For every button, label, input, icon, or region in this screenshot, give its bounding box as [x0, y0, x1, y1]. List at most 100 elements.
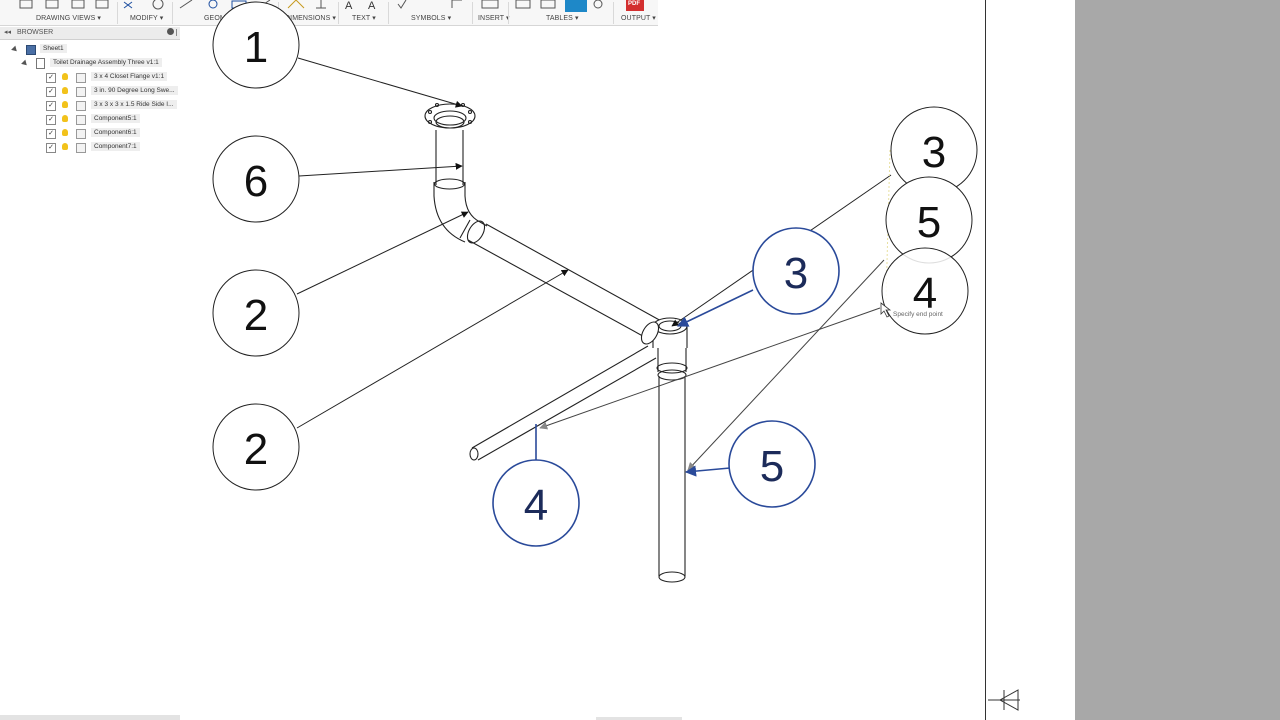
browser-options-icon[interactable]	[167, 28, 174, 35]
tree-row-component[interactable]: ✓ 3 x 3 x 3 x 1.5 Ride Side I...	[0, 100, 180, 112]
output-menu[interactable]: OUTPUT ▾	[621, 15, 656, 22]
insert-menu[interactable]: INSERT ▾	[478, 15, 510, 22]
leader-line-5-selected	[684, 465, 731, 477]
toolbar-separator	[472, 2, 473, 24]
lightbulb-icon[interactable]	[62, 73, 68, 80]
symbols-menu[interactable]: SYMBOLS ▾	[411, 15, 452, 22]
component-icon	[76, 87, 86, 97]
pdf-icon[interactable]: PDF	[628, 1, 640, 7]
command-tooltip: Specify end point	[893, 311, 943, 318]
leader-line-1	[297, 57, 463, 108]
sheet-label: Sheet1	[40, 44, 67, 53]
tree-row-component[interactable]: ✓ 3 in. 90 Degree Long Swe...	[0, 86, 180, 98]
tree-row-component[interactable]: ✓ 3 x 4 Closet Flange v1:1	[0, 72, 180, 84]
component-icon	[76, 101, 86, 111]
component-label: Component6:1	[91, 128, 140, 137]
expand-component-icon[interactable]	[32, 88, 38, 96]
balloon-number: 4	[524, 481, 548, 530]
expand-component-icon[interactable]	[32, 144, 38, 152]
component-icon	[76, 115, 86, 125]
balloon-2b[interactable]: 2	[212, 403, 300, 491]
lightbulb-icon[interactable]	[62, 129, 68, 136]
tree-row-component[interactable]: ✓ Component6:1	[0, 128, 180, 140]
component-label: Component7:1	[91, 142, 140, 151]
toolbar-separator	[338, 2, 339, 24]
drawing-views-menu[interactable]: DRAWING VIEWS ▾	[36, 15, 102, 22]
balloon-4-top[interactable]: 4	[881, 247, 969, 335]
expand-component-icon[interactable]	[32, 74, 38, 82]
component-icon	[76, 73, 86, 83]
visibility-checkbox[interactable]: ✓	[46, 115, 56, 125]
leader-lines	[296, 57, 892, 477]
tables-menu[interactable]: TABLES ▾	[546, 15, 579, 22]
leader-line-6	[298, 162, 463, 177]
tree-row-assembly[interactable]: Toilet Drainage Assembly Three v1:1	[0, 58, 180, 70]
text-menu[interactable]: TEXT ▾	[352, 15, 376, 22]
component-label: 3 x 4 Closet Flange v1:1	[91, 72, 168, 81]
balloon-number: 5	[760, 442, 784, 491]
visibility-checkbox[interactable]: ✓	[46, 129, 56, 139]
balloon-number: 3	[784, 249, 808, 298]
balloon-number: 5	[917, 198, 941, 247]
mouse-cursor-icon	[880, 302, 892, 318]
visibility-checkbox[interactable]: ✓	[46, 87, 56, 97]
tree-row-sheet[interactable]: Sheet1	[0, 44, 180, 56]
balloon-2a[interactable]: 2	[212, 269, 300, 357]
collapse-panel-icon[interactable]: ◂◂	[4, 29, 12, 36]
toolbar-separator	[388, 2, 389, 24]
lightbulb-icon[interactable]	[62, 115, 68, 122]
balloon-6[interactable]: 6	[212, 135, 300, 223]
browser-header: ◂◂ BROWSER	[0, 27, 180, 40]
toolbar-separator	[172, 2, 173, 24]
modify-menu[interactable]: MODIFY ▾	[130, 15, 164, 22]
svg-text:A: A	[368, 0, 376, 12]
balloon-3-top[interactable]: 3	[890, 106, 978, 194]
drawing-toolbar: A A PDF DRAWING VIEWS ▾ MODIFY ▾ GEOMETR…	[0, 0, 658, 26]
leader-line-5-top	[687, 259, 885, 471]
dimensions-menu[interactable]: DIMENSIONS ▾	[285, 15, 336, 22]
component-label: 3 in. 90 Degree Long Swe...	[91, 86, 178, 95]
projection-symbol-icon	[988, 689, 1020, 711]
svg-text:A: A	[345, 0, 353, 12]
document-icon	[36, 58, 45, 69]
expand-component-icon[interactable]	[32, 102, 38, 110]
balloon-4-selected[interactable]: 4	[492, 459, 580, 547]
tree-row-component[interactable]: ✓ Component7:1	[0, 142, 180, 154]
expand-component-icon[interactable]	[32, 130, 38, 138]
leader-line-4-top	[539, 307, 881, 430]
balloon-number: 6	[244, 157, 268, 206]
lightbulb-icon[interactable]	[62, 143, 68, 150]
expand-component-icon[interactable]	[32, 116, 38, 124]
sheet-border	[985, 0, 986, 720]
visibility-checkbox[interactable]: ✓	[46, 143, 56, 153]
balloon-5-selected[interactable]: 5	[728, 420, 816, 508]
balloon-number: 2	[244, 425, 268, 474]
component-label: 3 x 3 x 3 x 1.5 Ride Side I...	[91, 100, 177, 109]
balloon-1[interactable]: 1	[212, 1, 300, 89]
status-bar-segment	[596, 717, 682, 720]
lightbulb-icon[interactable]	[62, 87, 68, 94]
balloon-number: 2	[244, 291, 268, 340]
toolbar-separator	[613, 2, 614, 24]
balloon-number: 1	[244, 23, 268, 72]
leader-line-2b	[296, 269, 569, 429]
browser-pin-icon[interactable]	[176, 29, 177, 36]
component-label: Component5:1	[91, 114, 140, 123]
leader-line-2a	[296, 211, 469, 295]
visibility-checkbox[interactable]: ✓	[46, 101, 56, 111]
leader-line-3-selected	[676, 289, 754, 327]
balloon-3-selected[interactable]: 3	[752, 227, 840, 315]
sheet-margin-area	[1075, 0, 1280, 720]
browser-title: BROWSER	[17, 29, 54, 36]
status-bar	[0, 715, 180, 720]
tree-row-component[interactable]: ✓ Component5:1	[0, 114, 180, 126]
toolbar-separator	[508, 2, 509, 24]
toolbar-separator	[117, 2, 118, 24]
assembly-label: Toilet Drainage Assembly Three v1:1	[50, 58, 162, 67]
balloon-number: 4	[913, 269, 937, 318]
balloon-5-top[interactable]: 5	[885, 176, 973, 264]
balloon-number: 3	[922, 128, 946, 177]
visibility-checkbox[interactable]: ✓	[46, 73, 56, 83]
lightbulb-icon[interactable]	[62, 101, 68, 108]
